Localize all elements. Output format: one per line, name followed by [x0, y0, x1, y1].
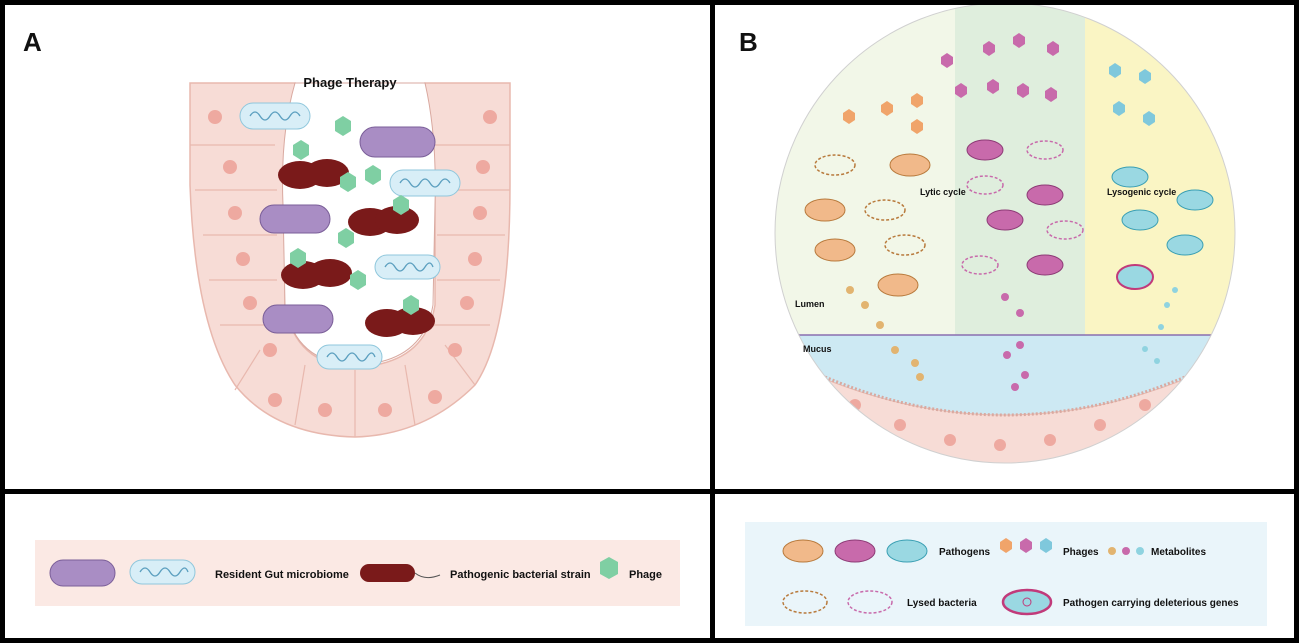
legend-carrying-icon: [1001, 588, 1053, 616]
panel-letter-a: A: [23, 27, 42, 57]
pathogen-magenta: [966, 139, 1064, 276]
lysed-magenta: [961, 140, 1084, 275]
legend-pathogen-magenta-icon: [834, 539, 876, 563]
legend-metabolite-orange-icon: [1108, 547, 1116, 555]
pathogenic-bacterium: [278, 159, 435, 337]
resident-bacterium-light: [239, 102, 461, 370]
legend-phage-cyan-icon: [1040, 538, 1052, 553]
panel-letter-b: B: [739, 27, 758, 57]
legend-metabolites-label: Metabolites: [1151, 547, 1206, 558]
lysogenic-cycle-label: Lysogenic cycle: [1107, 187, 1176, 197]
diagram-title: Phage Therapy: [303, 75, 397, 90]
phages: [843, 33, 1155, 134]
gut-crypt-diagram: Phage Therapy: [189, 75, 511, 438]
legend-lysed-label: Lysed bacteria: [907, 598, 977, 609]
legend-resident-light-icon: [129, 559, 196, 585]
legend-lysed-orange-icon: [782, 590, 828, 614]
legend-metabolite-magenta-icon: [1122, 547, 1130, 555]
legend-a: Resident Gut microbiome Pathogenic bacte…: [0, 489, 715, 643]
phage-cycle-diagram: Lytic cycle Lysogenic cycle Lumen Mucus: [774, 5, 1236, 464]
panel-b: B: [710, 0, 1299, 494]
legend-pathogen-cyan-icon: [886, 539, 928, 563]
mucus-label: Mucus: [803, 344, 832, 354]
legend-pathogen-icon: [360, 564, 415, 582]
legend-lysed-magenta-icon: [847, 590, 893, 614]
phage-hexagons: [290, 116, 419, 315]
legend-metabolite-cyan-icon: [1136, 547, 1144, 555]
legend-resident-purple-icon: [49, 559, 116, 587]
legend-phage-icon: [600, 557, 618, 579]
legend-a-graphic: Resident Gut microbiome Pathogenic bacte…: [35, 540, 680, 606]
legend-pathogen-orange-icon: [782, 539, 824, 563]
pathogen-orange: [804, 153, 931, 297]
lumen-label: Lumen: [795, 299, 825, 309]
legend-b: Pathogens Phages Metabolites Lysed bacte…: [710, 489, 1299, 643]
metabolites: [846, 286, 1178, 391]
legend-phage-label: Phage: [629, 569, 662, 581]
legend-resident-label: Resident Gut microbiome: [215, 569, 349, 581]
legend-carrying-label: Pathogen carrying deleterious genes: [1063, 598, 1239, 609]
legend-phage-orange-icon: [1000, 538, 1012, 553]
epithelial-cells: [189, 82, 511, 438]
resident-bacterium-purple: [259, 126, 436, 334]
legend-pathogenic-label: Pathogenic bacterial strain: [450, 569, 591, 581]
lysed-orange: [814, 154, 926, 256]
legend-phages-label: Phages: [1063, 547, 1099, 558]
pathogen-cyan: [1111, 166, 1214, 290]
lytic-cycle-label: Lytic cycle: [920, 187, 966, 197]
legend-b-graphic: Pathogens Phages Metabolites Lysed bacte…: [745, 522, 1267, 626]
legend-pathogens-label: Pathogens: [939, 547, 991, 558]
panel-a: A: [0, 0, 715, 494]
legend-phage-magenta-icon: [1020, 538, 1032, 553]
